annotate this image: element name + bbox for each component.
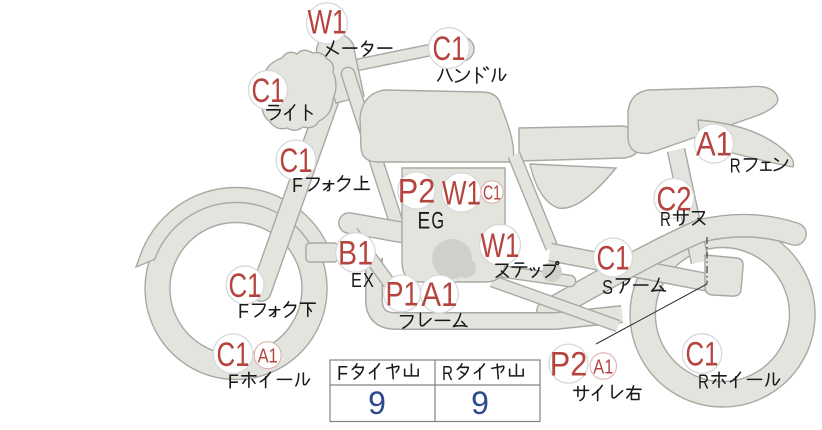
svg-text:A1: A1 <box>421 276 457 314</box>
svg-text:R: R <box>698 371 709 394</box>
svg-text:C1: C1 <box>252 72 285 110</box>
svg-text:C1: C1 <box>229 267 262 305</box>
svg-text:C1: C1 <box>597 240 630 278</box>
svg-text:F: F <box>337 362 348 385</box>
svg-text:C1: C1 <box>686 336 719 374</box>
svg-text:W1: W1 <box>308 4 347 42</box>
svg-text:F: F <box>238 300 249 323</box>
svg-text:X: X <box>363 270 374 292</box>
svg-text:C1: C1 <box>433 30 466 68</box>
svg-text:C1: C1 <box>483 181 501 204</box>
svg-text:A1: A1 <box>696 126 732 164</box>
svg-text:A1: A1 <box>593 355 613 378</box>
svg-text:E: E <box>351 270 362 292</box>
svg-text:E: E <box>418 208 431 234</box>
svg-text:A1: A1 <box>258 345 278 368</box>
svg-text:C1: C1 <box>217 336 250 374</box>
svg-text:C2: C2 <box>657 180 692 218</box>
svg-text:9: 9 <box>471 385 489 421</box>
svg-text:G: G <box>431 208 444 234</box>
svg-text:F: F <box>228 371 239 394</box>
svg-text:C1: C1 <box>280 142 313 180</box>
svg-text:R: R <box>730 156 741 178</box>
svg-text:P2: P2 <box>550 346 588 384</box>
svg-text:9: 9 <box>368 385 386 421</box>
svg-text:R: R <box>660 209 671 231</box>
svg-text:W1: W1 <box>442 175 481 213</box>
svg-text:P1: P1 <box>386 276 419 314</box>
svg-text:W1: W1 <box>481 227 520 265</box>
svg-text:F: F <box>292 174 303 197</box>
svg-text:S: S <box>602 276 613 299</box>
svg-text:P2: P2 <box>398 173 436 211</box>
svg-text:B1: B1 <box>338 235 373 273</box>
svg-text:R: R <box>442 362 453 385</box>
